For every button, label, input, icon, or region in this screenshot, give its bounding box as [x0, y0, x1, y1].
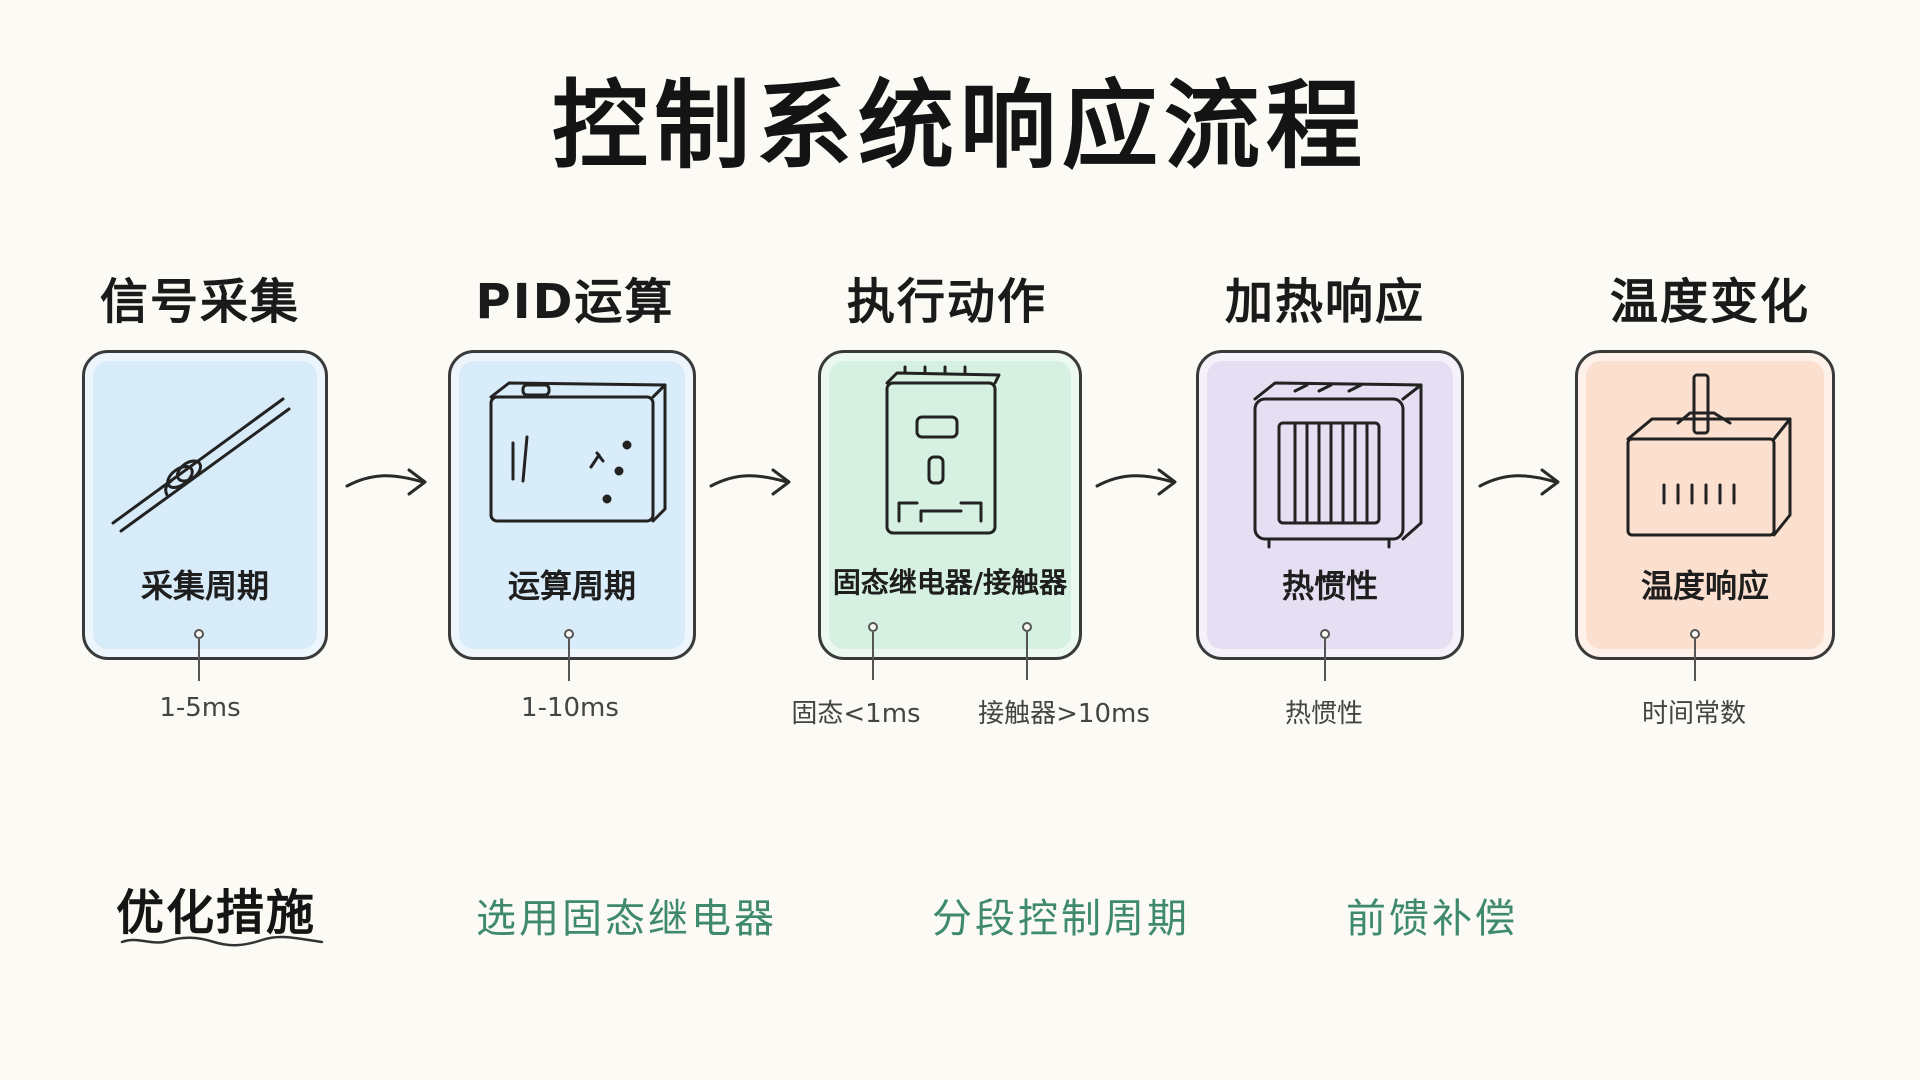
page-title: 控制系统响应流程 [552, 70, 1368, 182]
stage-label: 热惯性 [1281, 567, 1378, 605]
annotation-leader [198, 639, 200, 681]
annotation-note: 1-5ms [159, 693, 241, 723]
annotation-leader [1026, 632, 1028, 680]
stage-card-pid: 运算周期 [448, 350, 696, 660]
stage-card-actuation: 固态继电器/接触器 [818, 350, 1082, 660]
squiggle-underline [120, 935, 324, 947]
annotation-leader [568, 639, 570, 681]
stage-label: 温度响应 [1640, 567, 1769, 605]
stage-card-heating: 热惯性 [1196, 350, 1464, 660]
controller-box-icon [489, 381, 667, 523]
optimization-item-ssr: 选用固态继电器 [476, 896, 777, 942]
stage-label: 运算周期 [507, 567, 636, 605]
annotation-note: 1-10ms [521, 693, 619, 723]
annotation-leader [872, 632, 874, 680]
relay-icon [885, 365, 1001, 535]
flow-arrow-icon [709, 468, 791, 496]
annotation-note: 热惯性 [1284, 699, 1363, 729]
annotation-pin [868, 622, 878, 632]
stage-heading-signal-acquisition: 信号采集 [99, 274, 300, 330]
stage-heading-pid: PID运算 [475, 274, 675, 330]
cable-clamp-icon [111, 397, 291, 533]
flow-arrow-icon [1478, 468, 1560, 496]
optimization-item-feedforward: 前馈补偿 [1346, 896, 1518, 942]
annotation-note: 固态<1ms [791, 699, 921, 729]
annotation-pin [1690, 629, 1700, 639]
annotation-leader [1694, 639, 1696, 681]
stage-label: 采集周期 [140, 567, 269, 605]
stage-heading-heating: 加热响应 [1224, 274, 1425, 330]
annotation-note: 时间常数 [1641, 699, 1746, 729]
annotation-pin [1022, 622, 1032, 632]
stage-heading-temperature: 温度变化 [1609, 274, 1810, 330]
annotation-pin [194, 629, 204, 639]
annotation-pin [564, 629, 574, 639]
sensor-box-icon [1626, 373, 1792, 537]
stage-card-temperature: 温度响应 [1575, 350, 1835, 660]
stage-heading-actuation: 执行动作 [846, 274, 1047, 330]
stage-label: 固态继电器/接触器 [832, 566, 1068, 599]
optimization-title: 优化措施 [116, 885, 317, 941]
flow-arrow-icon [1095, 468, 1177, 496]
optimization-item-segmented-cycle: 分段控制周期 [932, 896, 1190, 942]
flow-arrow-icon [345, 468, 427, 496]
annotation-note: 接触器>10ms [978, 699, 1150, 729]
annotation-leader [1324, 639, 1326, 681]
stage-card-signal-acquisition: 采集周期 [82, 350, 328, 660]
annotation-pin [1320, 629, 1330, 639]
heater-icon [1253, 381, 1423, 549]
